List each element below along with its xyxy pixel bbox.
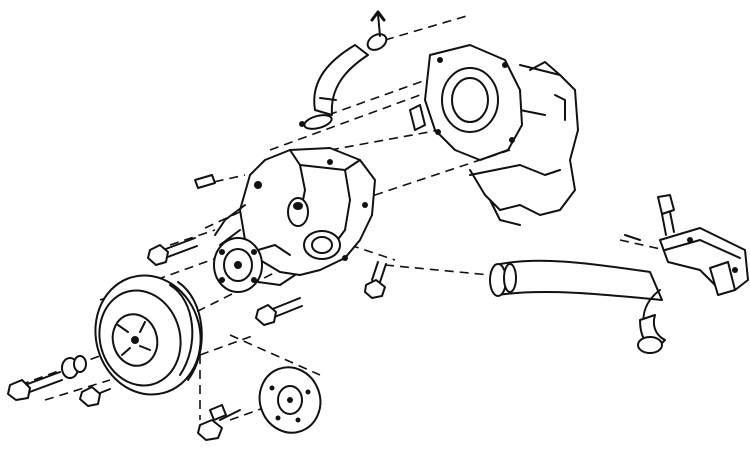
- pump-mount-gasket: [409, 44, 523, 161]
- washer-lower: [61, 355, 87, 379]
- bolt-lower-middle: [79, 386, 111, 407]
- water-outlet-housing: [624, 194, 749, 296]
- fan-hub-plate: [258, 366, 322, 434]
- bolt-lower-left: [7, 371, 63, 401]
- upper-bypass-hose: [299, 10, 388, 130]
- pulley: [94, 274, 203, 396]
- bolt-right: [364, 261, 387, 299]
- alignment-dashed-lines: [19, 14, 666, 421]
- lower-radiator-hose: [489, 259, 666, 354]
- bolt-upper-left: [147, 237, 198, 266]
- bolt-middle: [255, 297, 303, 326]
- pump-key: [194, 174, 216, 189]
- bolt-bottom: [197, 404, 241, 441]
- pump-pulley-hub: [213, 237, 296, 293]
